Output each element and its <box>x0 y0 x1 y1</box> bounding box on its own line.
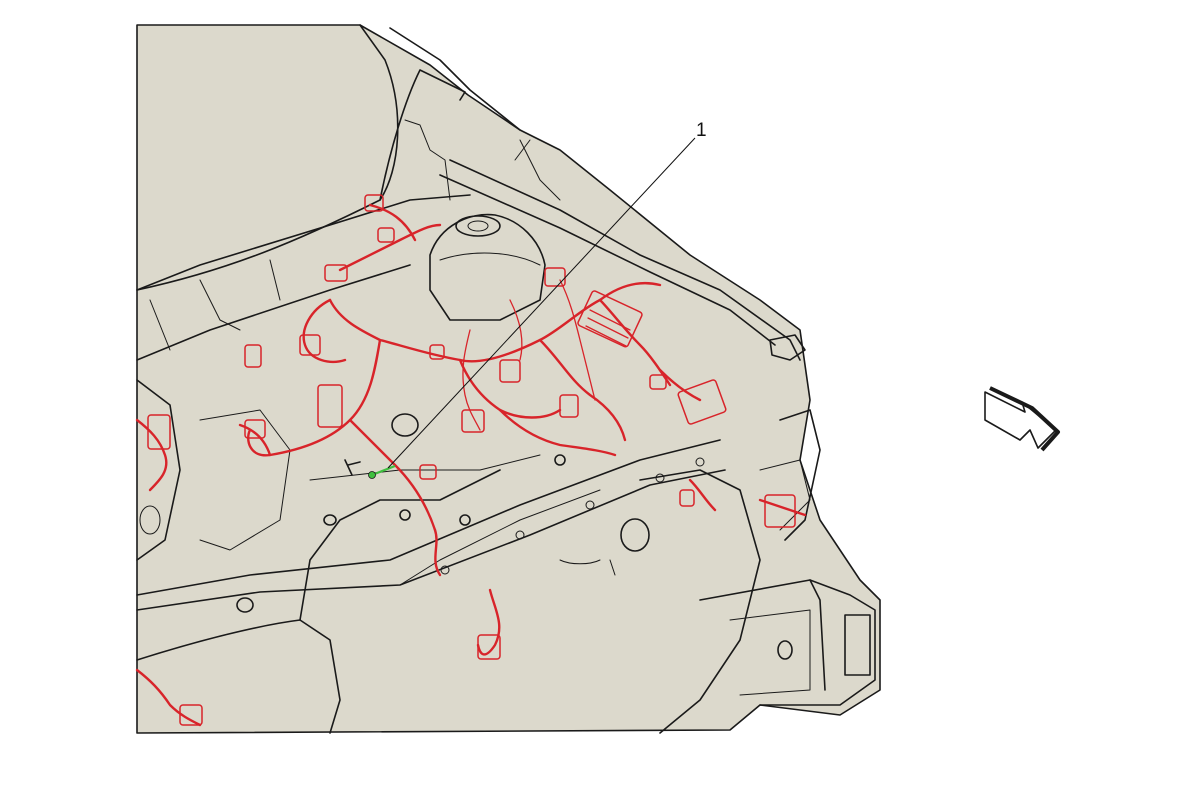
connector-block <box>677 379 727 425</box>
connector <box>244 344 262 368</box>
callout-label-1: 1 <box>696 120 707 141</box>
connector <box>147 414 171 450</box>
callout-leader-line <box>387 137 696 469</box>
forward-direction-arrow-icon <box>984 386 1060 452</box>
connector <box>364 194 384 212</box>
fuse-block <box>577 290 643 348</box>
connector <box>764 494 796 528</box>
connector <box>461 409 485 433</box>
connector <box>544 267 566 287</box>
connector <box>299 334 321 356</box>
structure-panel <box>136 24 881 734</box>
connector <box>679 489 695 507</box>
connector <box>429 344 445 360</box>
connector <box>559 394 579 418</box>
connector-block <box>317 384 343 428</box>
connector <box>649 374 667 390</box>
connector <box>179 704 203 726</box>
connector <box>324 264 348 282</box>
connector <box>499 359 521 383</box>
connector <box>244 419 266 439</box>
ground-fastener-highlight <box>344 459 396 479</box>
connector <box>419 464 437 480</box>
connector <box>477 634 501 660</box>
wiring-harness <box>135 194 807 727</box>
body-structure <box>136 24 881 734</box>
connector <box>377 227 395 243</box>
